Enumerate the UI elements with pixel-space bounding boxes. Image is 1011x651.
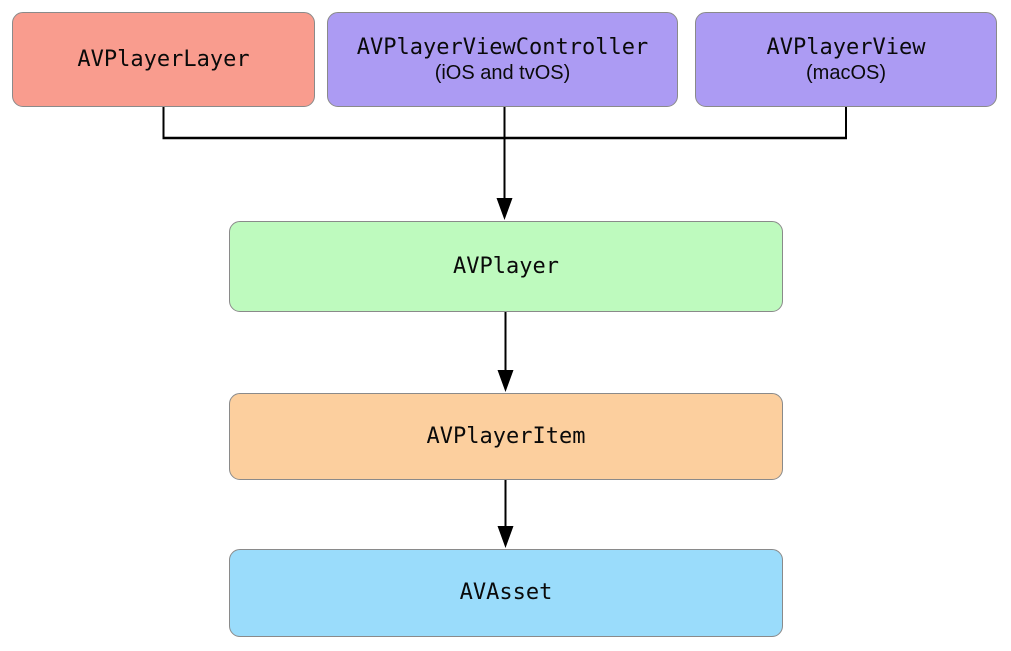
node-avplayerview-sublabel: (macOS): [806, 62, 886, 85]
node-avplayer: AVPlayer: [229, 221, 783, 312]
node-avplayerlayer: AVPlayerLayer: [12, 12, 315, 107]
node-avasset-label: AVAsset: [459, 580, 553, 606]
node-avplayerlayer-label: AVPlayerLayer: [77, 46, 250, 72]
node-avplayeritem-label: AVPlayerItem: [426, 423, 586, 449]
node-avplayeritem: AVPlayerItem: [229, 393, 783, 480]
node-avplayerviewcontroller: AVPlayerViewController (iOS and tvOS): [327, 12, 678, 107]
node-avplayer-label: AVPlayer: [453, 253, 559, 279]
node-avasset: AVAsset: [229, 549, 783, 637]
arrowhead-avplayer: [496, 198, 513, 220]
node-avplayerviewcontroller-label: AVPlayerViewController: [356, 34, 649, 60]
node-avplayerview: AVPlayerView (macOS): [695, 12, 997, 107]
arrowhead-avasset: [497, 526, 514, 548]
arrowhead-avplayeritem: [497, 370, 514, 392]
node-avplayerview-label: AVPlayerView: [766, 34, 926, 60]
node-avplayerviewcontroller-sublabel: (iOS and tvOS): [434, 62, 571, 85]
